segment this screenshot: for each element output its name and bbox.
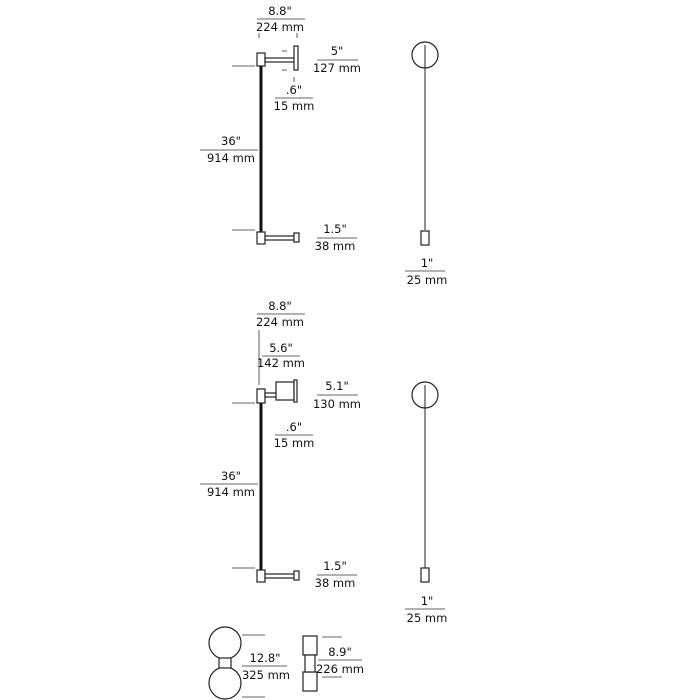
square-canopy: 8.9" 226 mm xyxy=(302,635,364,692)
bottom-arm-metric: 38 mm xyxy=(315,576,356,590)
shade-depth-metric: 15 mm xyxy=(274,99,315,113)
fixture-2-side: 1" 25 mm xyxy=(405,381,448,625)
width-metric: 224 mm xyxy=(256,20,304,34)
shade-height-metric: 130 mm xyxy=(313,397,361,411)
square-canopy-metric: 226 mm xyxy=(316,662,364,676)
connector-metric: 25 mm xyxy=(407,273,448,287)
round-canopy: 12.8" 325 mm xyxy=(208,626,290,700)
bottom-arm-metric: 38 mm xyxy=(315,239,356,253)
fixture-1-front: 8.8" 224 mm 5" 127 mm .6" 15 mm 36" 914 … xyxy=(200,4,361,253)
shade-height-imperial: 5.1" xyxy=(325,379,349,393)
connector-imperial: 1" xyxy=(421,256,434,270)
fixture-2-front: 8.8" 224 mm 5.6" 142 mm 5.1" 130 mm .6" … xyxy=(200,299,361,590)
shade-depth-metric: 15 mm xyxy=(274,436,315,450)
height-imperial: 36" xyxy=(221,134,241,148)
height-imperial: 36" xyxy=(221,469,241,483)
width-imperial: 8.8" xyxy=(268,4,292,18)
connector-imperial: 1" xyxy=(421,594,434,608)
round-canopy-metric: 325 mm xyxy=(242,668,290,682)
bottom-arm-imperial: 1.5" xyxy=(323,559,347,573)
square-canopy-imperial: 8.9" xyxy=(328,645,352,659)
shade-height-metric: 127 mm xyxy=(313,61,361,75)
height-metric: 914 mm xyxy=(207,151,255,165)
width-metric: 224 mm xyxy=(256,315,304,329)
fixture-1-side: 1" 25 mm xyxy=(405,41,448,287)
height-metric: 914 mm xyxy=(207,485,255,499)
shade-height-imperial: 5" xyxy=(331,44,344,58)
arm-length-metric: 142 mm xyxy=(257,356,305,370)
bottom-arm-imperial: 1.5" xyxy=(323,222,347,236)
connector-metric: 25 mm xyxy=(407,611,448,625)
shade-depth-imperial: .6" xyxy=(286,83,302,97)
width-imperial: 8.8" xyxy=(268,299,292,313)
arm-length-imperial: 5.6" xyxy=(269,341,293,355)
shade-depth-imperial: .6" xyxy=(286,420,302,434)
round-canopy-imperial: 12.8" xyxy=(250,651,281,665)
